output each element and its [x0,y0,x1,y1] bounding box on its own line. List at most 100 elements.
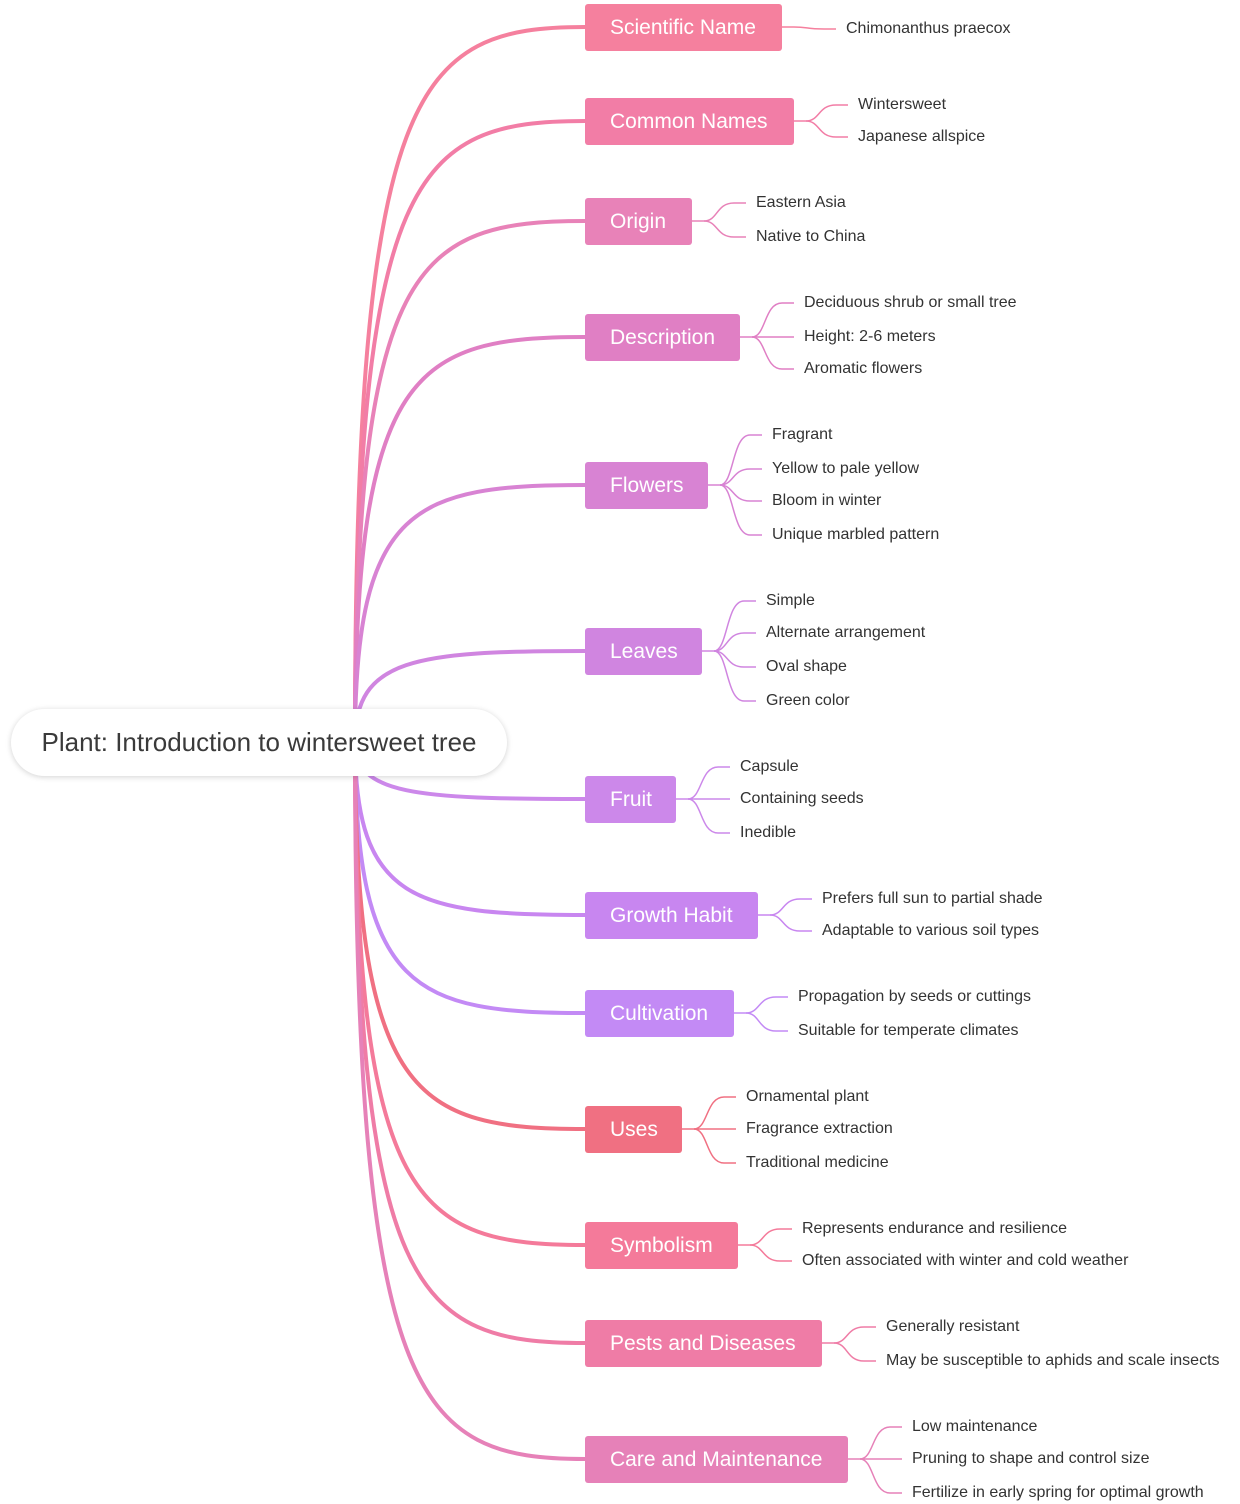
topic-label: Leaves [610,639,678,663]
subtopic-common-names[interactable]: Japanese allspice [858,128,986,145]
subtopic-symbolism[interactable]: Often associated with winter and cold we… [802,1252,1129,1269]
topic-label: Uses [610,1117,658,1141]
edge-scientific-name [353,25,587,744]
edge-leaf-flowers [719,484,762,536]
subtopic-uses[interactable]: Fragrance extraction [746,1120,893,1137]
topic-flowers[interactable]: Flowers [585,462,708,509]
edge-leaf-scientific-name [793,26,836,30]
edge-leaf-pests-and-diseases [833,1342,876,1362]
topic-label: Care and Maintenance [610,1447,823,1471]
subtopic-care-and-maintenance[interactable]: Pruning to shape and control size [912,1450,1150,1467]
subtopic-leaves[interactable]: Green color [766,692,850,709]
edge-leaf-growth-habit [769,914,812,932]
edge-leaf-leaves [713,632,756,652]
edge-leaf-fruit [687,798,730,834]
edge-leaf-common-names [805,120,848,138]
subtopic-leaves[interactable]: Oval shape [766,658,847,675]
subtopic-care-and-maintenance[interactable]: Low maintenance [912,1418,1038,1435]
subtopic-care-and-maintenance[interactable]: Fertilize in early spring for optimal gr… [912,1484,1204,1501]
edge-leaf-care-and-maintenance [859,1458,902,1494]
edge-description [353,335,587,744]
subtopic-description[interactable]: Deciduous shrub or small tree [804,294,1017,311]
subtopic-scientific-name[interactable]: Chimonanthus praecox [846,20,1011,37]
topic-label: Description [610,325,716,349]
subtopic-origin[interactable]: Eastern Asia [756,194,846,211]
subtopic-cultivation[interactable]: Propagation by seeds or cuttings [798,988,1032,1005]
topic-label: Scientific Name [610,15,756,39]
edge-leaf-pests-and-diseases [833,1326,876,1344]
subtopic-flowers[interactable]: Unique marbled pattern [772,526,940,543]
edge-care-and-maintenance [353,740,587,1461]
subtopic-uses[interactable]: Ornamental plant [746,1088,869,1105]
subtopic-growth-habit[interactable]: Prefers full sun to partial shade [822,890,1043,907]
edge-cultivation [353,740,587,1015]
topic-uses[interactable]: Uses [585,1106,682,1153]
edge-leaf-description [751,336,794,370]
edge-leaf-common-names [805,104,848,122]
topic-origin[interactable]: Origin [585,198,692,245]
subtopic-flowers[interactable]: Bloom in winter [772,492,882,509]
edge-leaf-description [751,302,794,338]
edge-leaf-flowers [719,434,762,486]
edge-leaf-leaves [713,600,756,652]
topic-label: Pests and Diseases [610,1331,796,1355]
subtopic-leaves[interactable]: Alternate arrangement [766,624,926,641]
subtopic-common-names[interactable]: Wintersweet [858,96,947,113]
subtopic-flowers[interactable]: Fragrant [772,426,833,443]
edge-leaf-origin [703,220,746,238]
root-label: Plant: Introduction to wintersweet tree [41,727,477,757]
topic-leaves[interactable]: Leaves [585,628,702,675]
topic-label: Origin [610,209,667,233]
subtopic-fruit[interactable]: Capsule [740,758,799,775]
edge-leaf-origin [703,202,746,222]
root-node[interactable]: Plant: Introduction to wintersweet tree [11,709,507,776]
edge-leaf-cultivation [745,996,788,1014]
topic-cultivation[interactable]: Cultivation [585,990,734,1037]
edge-origin [353,219,587,744]
edge-growth-habit [353,740,587,917]
subtopic-description[interactable]: Aromatic flowers [804,360,923,377]
topic-common-names[interactable]: Common Names [585,98,794,145]
edge-leaf-cultivation [745,1012,788,1032]
subtopic-fruit[interactable]: Containing seeds [740,790,864,807]
topic-label: Common Names [610,109,768,133]
edge-flowers [353,483,587,744]
subtopic-fruit[interactable]: Inedible [740,824,797,841]
subtopic-uses[interactable]: Traditional medicine [746,1154,889,1171]
edge-leaf-growth-habit [769,898,812,916]
edge-leaf-symbolism [749,1244,792,1262]
edge-leaf-care-and-maintenance [859,1426,902,1460]
topic-growth-habit[interactable]: Growth Habit [585,892,758,939]
subtopic-pests-and-diseases[interactable]: Generally resistant [886,1318,1020,1335]
topic-label: Fruit [610,787,652,811]
topic-scientific-name[interactable]: Scientific Name [585,4,782,51]
subtopic-cultivation[interactable]: Suitable for temperate climates [798,1022,1019,1039]
topic-label: Growth Habit [610,903,733,927]
edge-leaf-leaves [713,650,756,668]
edge-common-names [353,119,587,744]
topic-label: Flowers [610,473,684,497]
edge-symbolism [353,740,587,1247]
topic-fruit[interactable]: Fruit [585,776,676,823]
topic-label: Symbolism [610,1233,713,1257]
edge-leaf-uses [693,1096,736,1130]
topic-description[interactable]: Description [585,314,740,361]
subtopic-pests-and-diseases[interactable]: May be susceptible to aphids and scale i… [886,1352,1220,1369]
edge-leaf-flowers [719,468,762,486]
edge-leaf-fruit [687,766,730,800]
subtopic-symbolism[interactable]: Represents endurance and resilience [802,1220,1068,1237]
edge-leaf-leaves [713,650,756,702]
subtopic-flowers[interactable]: Yellow to pale yellow [772,460,920,477]
topic-care-and-maintenance[interactable]: Care and Maintenance [585,1436,848,1483]
edge-leaf-uses [693,1128,736,1164]
topic-symbolism[interactable]: Symbolism [585,1222,738,1269]
topic-label: Cultivation [610,1001,709,1025]
topic-pests-and-diseases[interactable]: Pests and Diseases [585,1320,822,1367]
edge-leaf-flowers [719,484,762,502]
subtopic-leaves[interactable]: Simple [766,592,815,609]
subtopic-origin[interactable]: Native to China [756,228,866,245]
subtopic-growth-habit[interactable]: Adaptable to various soil types [822,922,1040,939]
subtopic-description[interactable]: Height: 2-6 meters [804,328,936,345]
edge-leaf-symbolism [749,1228,792,1246]
